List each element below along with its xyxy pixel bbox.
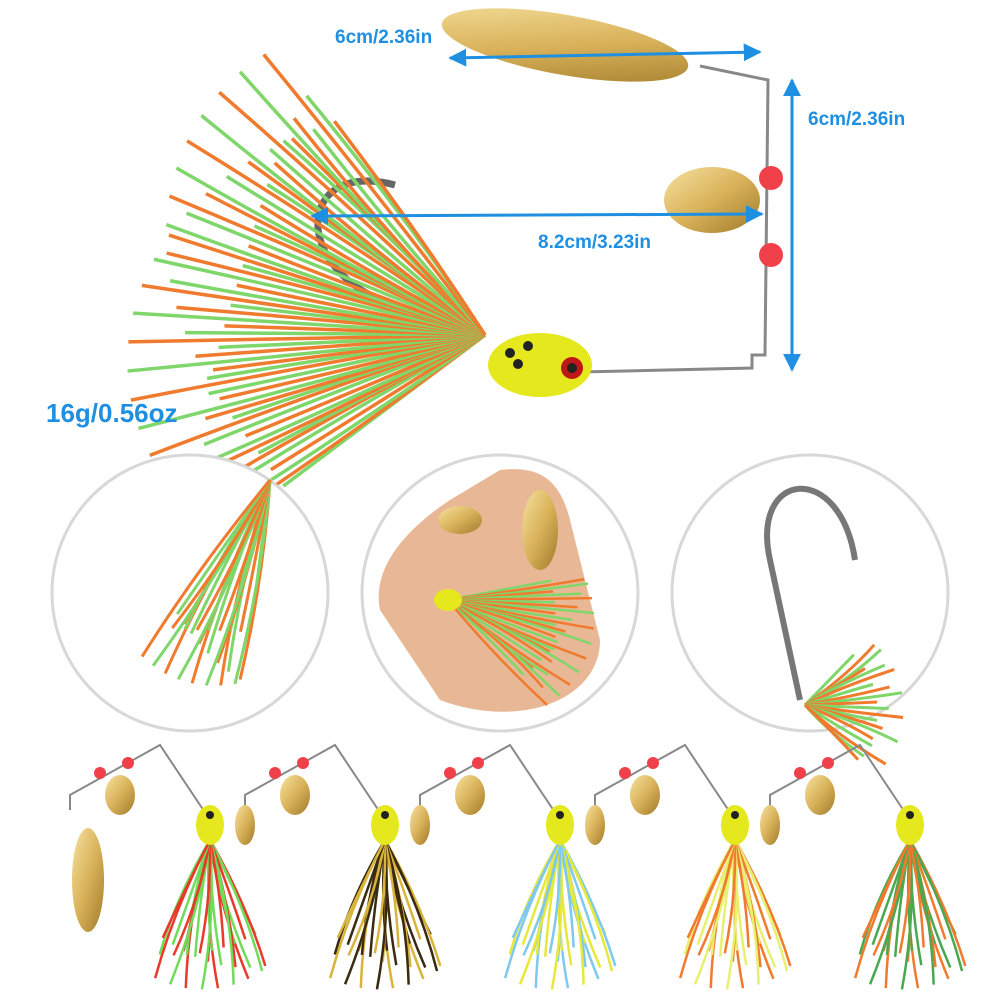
- skirt-strand: [447, 599, 544, 689]
- skirt-strand: [558, 839, 614, 972]
- arrow-blade: [448, 43, 762, 67]
- colorado-blade: [664, 167, 760, 233]
- skirt-strand: [558, 839, 585, 985]
- weight-label: 16g/0.56oz: [46, 398, 178, 428]
- variant-lure: [235, 743, 442, 990]
- skirt-strand: [171, 839, 212, 946]
- skirt-strand: [908, 839, 925, 948]
- skirt-strand: [898, 839, 912, 954]
- skirt-strand: [733, 839, 750, 948]
- skirt-strand: [208, 839, 264, 972]
- skirt-strand: [292, 117, 487, 337]
- skirt-strand: [140, 479, 272, 658]
- bead: [759, 166, 783, 190]
- skirt-strand: [273, 161, 487, 337]
- skirt-strand: [312, 128, 487, 337]
- skirt-strand: [521, 839, 562, 946]
- skirt-strand: [172, 839, 212, 956]
- bead: [759, 243, 783, 267]
- color-variants: [69, 743, 967, 990]
- variant-lure: [585, 743, 792, 990]
- detail-circle-skirt: [50, 453, 330, 733]
- skirt-strand: [198, 839, 212, 954]
- skirt-strand: [733, 839, 760, 985]
- arm-height-label: 6cm/2.36in: [808, 109, 906, 130]
- skirt-strand: [373, 839, 387, 954]
- jig-head: [488, 333, 592, 397]
- skirt-strand: [871, 839, 912, 946]
- skirt-strand: [383, 839, 400, 948]
- skirt-strand: [346, 839, 387, 946]
- skirt-strand: [208, 839, 235, 985]
- skirt-strand: [447, 599, 549, 706]
- skirt-strand: [686, 839, 737, 939]
- jig-head: [546, 805, 574, 845]
- skirt-strand: [233, 479, 272, 685]
- jig-head: [721, 805, 749, 845]
- variant-lure: [760, 743, 967, 990]
- skirt-strand: [383, 839, 439, 972]
- willow-blade: [441, 8, 689, 82]
- skirt-strand: [733, 839, 789, 972]
- skirt-strand: [803, 703, 860, 761]
- jig-head: [896, 805, 924, 845]
- skirt-strand: [872, 839, 912, 956]
- variant-lure: [410, 743, 617, 990]
- total-length-label: 8.2cm/3.23in: [538, 232, 652, 253]
- skirt-strand: [558, 839, 575, 948]
- skirt-strand: [383, 839, 410, 985]
- skirt-strand: [225, 175, 486, 337]
- skirt-strand: [336, 839, 387, 939]
- detail-circle-hand: [360, 453, 640, 733]
- skirt-strand: [208, 839, 225, 948]
- skirt-strand: [171, 479, 272, 629]
- jig-head: [371, 805, 399, 845]
- skirt-strand: [347, 839, 387, 956]
- skirt-strand: [332, 120, 487, 336]
- skirt-strand: [161, 839, 212, 939]
- skirt-strand: [262, 53, 487, 337]
- variant-lure: [69, 743, 267, 990]
- main-lure: [127, 8, 783, 528]
- skirt-strand: [908, 839, 964, 972]
- skirt-strand: [195, 479, 272, 631]
- skirt-strand: [548, 839, 562, 954]
- skirt-strand: [511, 839, 562, 939]
- skirt-strand: [908, 839, 935, 985]
- skirt-strand: [447, 598, 553, 664]
- detail-circle-hook: [670, 453, 950, 766]
- blade-length-label: 6cm/2.36in: [335, 27, 433, 48]
- skirt-strand: [696, 839, 737, 946]
- skirt-strand: [522, 839, 562, 956]
- skirt-strand: [269, 147, 487, 337]
- skirt-strand: [204, 479, 272, 686]
- skirt-strand: [861, 839, 912, 939]
- jig-head: [196, 805, 224, 845]
- skirt-strand: [723, 839, 737, 954]
- skirt-strand: [259, 204, 486, 337]
- arrow-length: [310, 205, 764, 225]
- skirt-strand: [697, 839, 737, 956]
